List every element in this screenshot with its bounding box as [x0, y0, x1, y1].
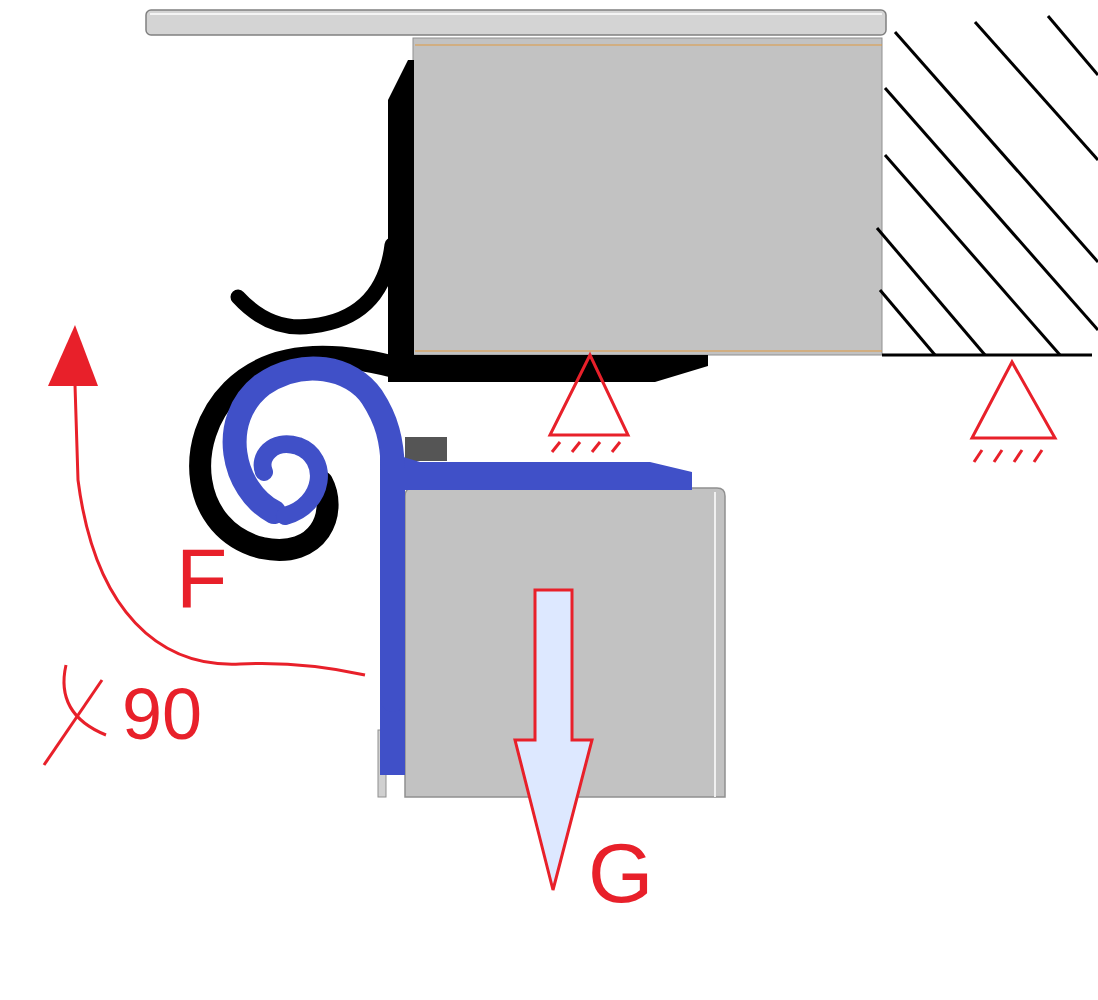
upper-block — [413, 38, 882, 355]
force-arrow — [75, 385, 365, 675]
plate-highlight — [150, 13, 882, 15]
force-label: F — [176, 536, 227, 620]
angle-value: 90 — [122, 678, 202, 750]
spacer-block — [405, 437, 447, 461]
angle-symbol — [44, 665, 106, 765]
blue-profile — [235, 368, 692, 775]
block-highlight — [714, 492, 716, 797]
weight-arrow — [515, 590, 592, 890]
arrowhead — [48, 325, 98, 386]
edge-line — [415, 351, 882, 352]
hatch-wall — [877, 16, 1098, 355]
support-symbol — [972, 362, 1055, 462]
weight-label: G — [588, 831, 653, 915]
support-symbol — [550, 355, 628, 452]
edge-line — [415, 45, 882, 46]
top-plate — [146, 10, 886, 35]
